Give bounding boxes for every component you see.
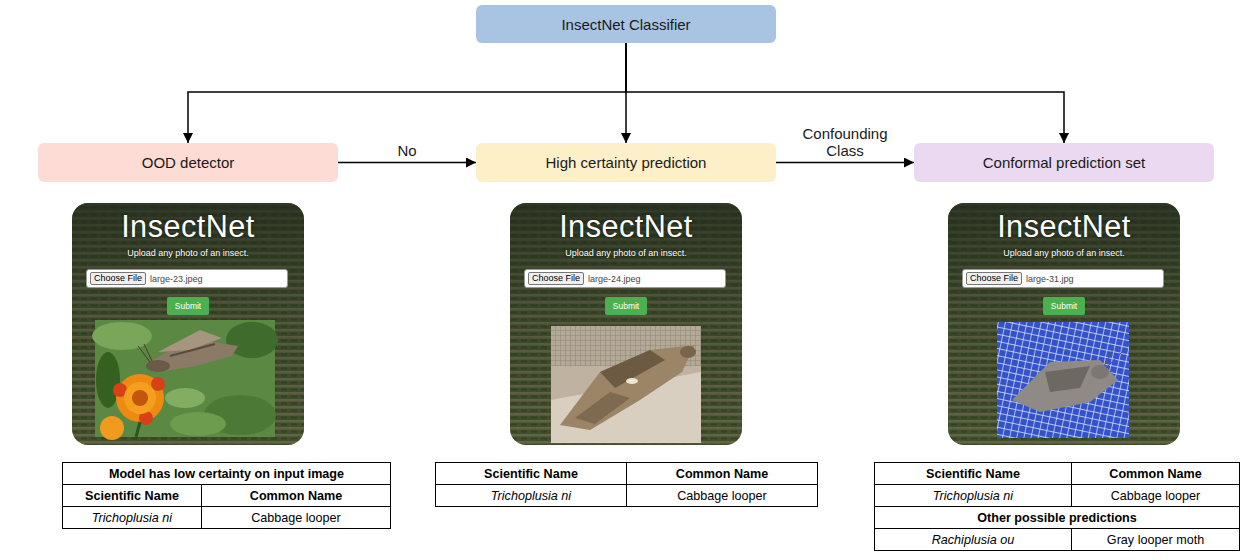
table-cell: Scientific Name — [62, 484, 202, 507]
connector-arrow — [188, 43, 626, 143]
connector-arrow — [338, 162, 476, 164]
process-box: Conformal prediction set — [914, 143, 1214, 182]
button-label: Submit — [613, 301, 639, 311]
moth-on-flower-photo — [144, 344, 152, 361]
edge-label: No — [397, 142, 416, 159]
table-cell: Rachiplusia ou — [874, 528, 1072, 551]
app-subtitle: Upload any photo of an insect. — [948, 246, 1180, 260]
table-cell: Scientific Name — [435, 462, 627, 485]
moth-on-flower-photo — [92, 322, 152, 350]
submit-button: Submit — [1043, 297, 1085, 315]
process-box: InsectNet Classifier — [476, 5, 776, 43]
table-cell: Gray looper moth — [1071, 528, 1240, 551]
file-button: Choose File — [528, 272, 584, 285]
box-label: OOD detector — [142, 154, 235, 171]
moth-on-flower-photo — [170, 344, 215, 356]
moth-on-wall-photo — [626, 378, 638, 384]
moth-on-flower-photo — [170, 412, 226, 436]
app-screenshot-background — [72, 203, 304, 445]
file-name: large-23.jpeg — [150, 274, 203, 284]
process-box: High certainty prediction — [476, 143, 776, 182]
file-name: large-31.jpg — [1026, 274, 1074, 284]
file-input: Choose File large-23.jpeg — [86, 269, 288, 288]
moth-on-flower-photo — [136, 422, 140, 437]
table-cell: Trichoplusia ni — [435, 484, 627, 507]
table-cell: Common Name — [1071, 462, 1240, 485]
moth-on-mesh-photo — [1045, 366, 1090, 392]
moth-on-wall-photo — [560, 345, 695, 430]
table-cell: Cabbage looper — [201, 506, 391, 529]
table-cell: Trichoplusia ni — [874, 484, 1072, 507]
app-subtitle: Upload any photo of an insect. — [72, 246, 304, 260]
moth-on-flower-photo — [165, 388, 205, 408]
file-button: Choose File — [90, 272, 146, 285]
moth-on-mesh-photo — [1106, 352, 1122, 368]
table-cell: Model has low certainty on input image — [62, 462, 391, 485]
moth-on-mesh-photo — [1012, 360, 1118, 412]
moth-on-wall-photo — [575, 392, 630, 424]
moth-on-flower-photo — [132, 390, 148, 406]
process-box: OOD detector — [38, 143, 338, 182]
app-screenshot-background — [72, 203, 304, 445]
app-screenshot-background — [72, 203, 1180, 445]
moth-on-mesh-photo — [997, 322, 1129, 438]
app-screenshot-background — [510, 203, 742, 445]
box-label: Conformal prediction set — [983, 154, 1146, 171]
table-cell: Cabbage looper — [1071, 484, 1240, 507]
file-name: large-24.jpeg — [588, 274, 641, 284]
table-cell: Trichoplusia ni — [62, 506, 202, 529]
table-cell: Common Name — [626, 462, 818, 485]
app-title: InsectNet — [510, 203, 742, 246]
app-subtitle: Upload any photo of an insect. — [510, 246, 742, 260]
submit-button: Submit — [605, 297, 647, 315]
table-cell: Cabbage looper — [626, 484, 818, 507]
button-label: Submit — [175, 301, 201, 311]
connector-arrow — [776, 162, 914, 164]
app-screenshot-background — [510, 203, 742, 445]
app-screenshot: InsectNetUpload any photo of an insect. C… — [72, 203, 304, 445]
app-title: InsectNet — [72, 203, 304, 246]
box-label: High certainty prediction — [546, 154, 707, 171]
moth-on-flower-photo — [158, 330, 222, 352]
moth-on-wall-photo — [551, 326, 701, 443]
file-input: Choose File large-31.jpg — [962, 269, 1164, 288]
connector-arrow — [626, 43, 1064, 143]
moth-on-wall-photo — [551, 326, 701, 443]
table-cell: Common Name — [201, 484, 391, 507]
box-label: InsectNet Classifier — [561, 16, 690, 33]
app-screenshot-background — [948, 203, 1180, 445]
moth-on-mesh-photo — [1104, 348, 1114, 366]
edge-label: Confounding Class — [789, 125, 901, 159]
button-label: Submit — [1051, 301, 1077, 311]
moth-on-flower-photo — [100, 416, 124, 440]
moth-on-wall-photo — [680, 346, 696, 358]
app-screenshot: InsectNetUpload any photo of an insect. C… — [510, 203, 742, 445]
table-cell: Scientific Name — [874, 462, 1072, 485]
file-input: Choose File large-24.jpeg — [524, 269, 726, 288]
table-cell: Other possible predictions — [874, 506, 1240, 529]
moth-on-flower-photo — [92, 320, 278, 440]
app-title: InsectNet — [948, 203, 1180, 246]
moth-on-mesh-photo — [997, 322, 1129, 438]
file-button: Choose File — [966, 272, 1022, 285]
moth-on-mesh-photo — [997, 322, 1129, 438]
moth-on-wall-photo — [600, 350, 665, 388]
app-screenshot: InsectNetUpload any photo of an insect. C… — [948, 203, 1180, 445]
submit-button: Submit — [167, 297, 209, 315]
app-screenshot-background — [948, 203, 1180, 445]
moth-on-flower-photo — [124, 382, 156, 414]
